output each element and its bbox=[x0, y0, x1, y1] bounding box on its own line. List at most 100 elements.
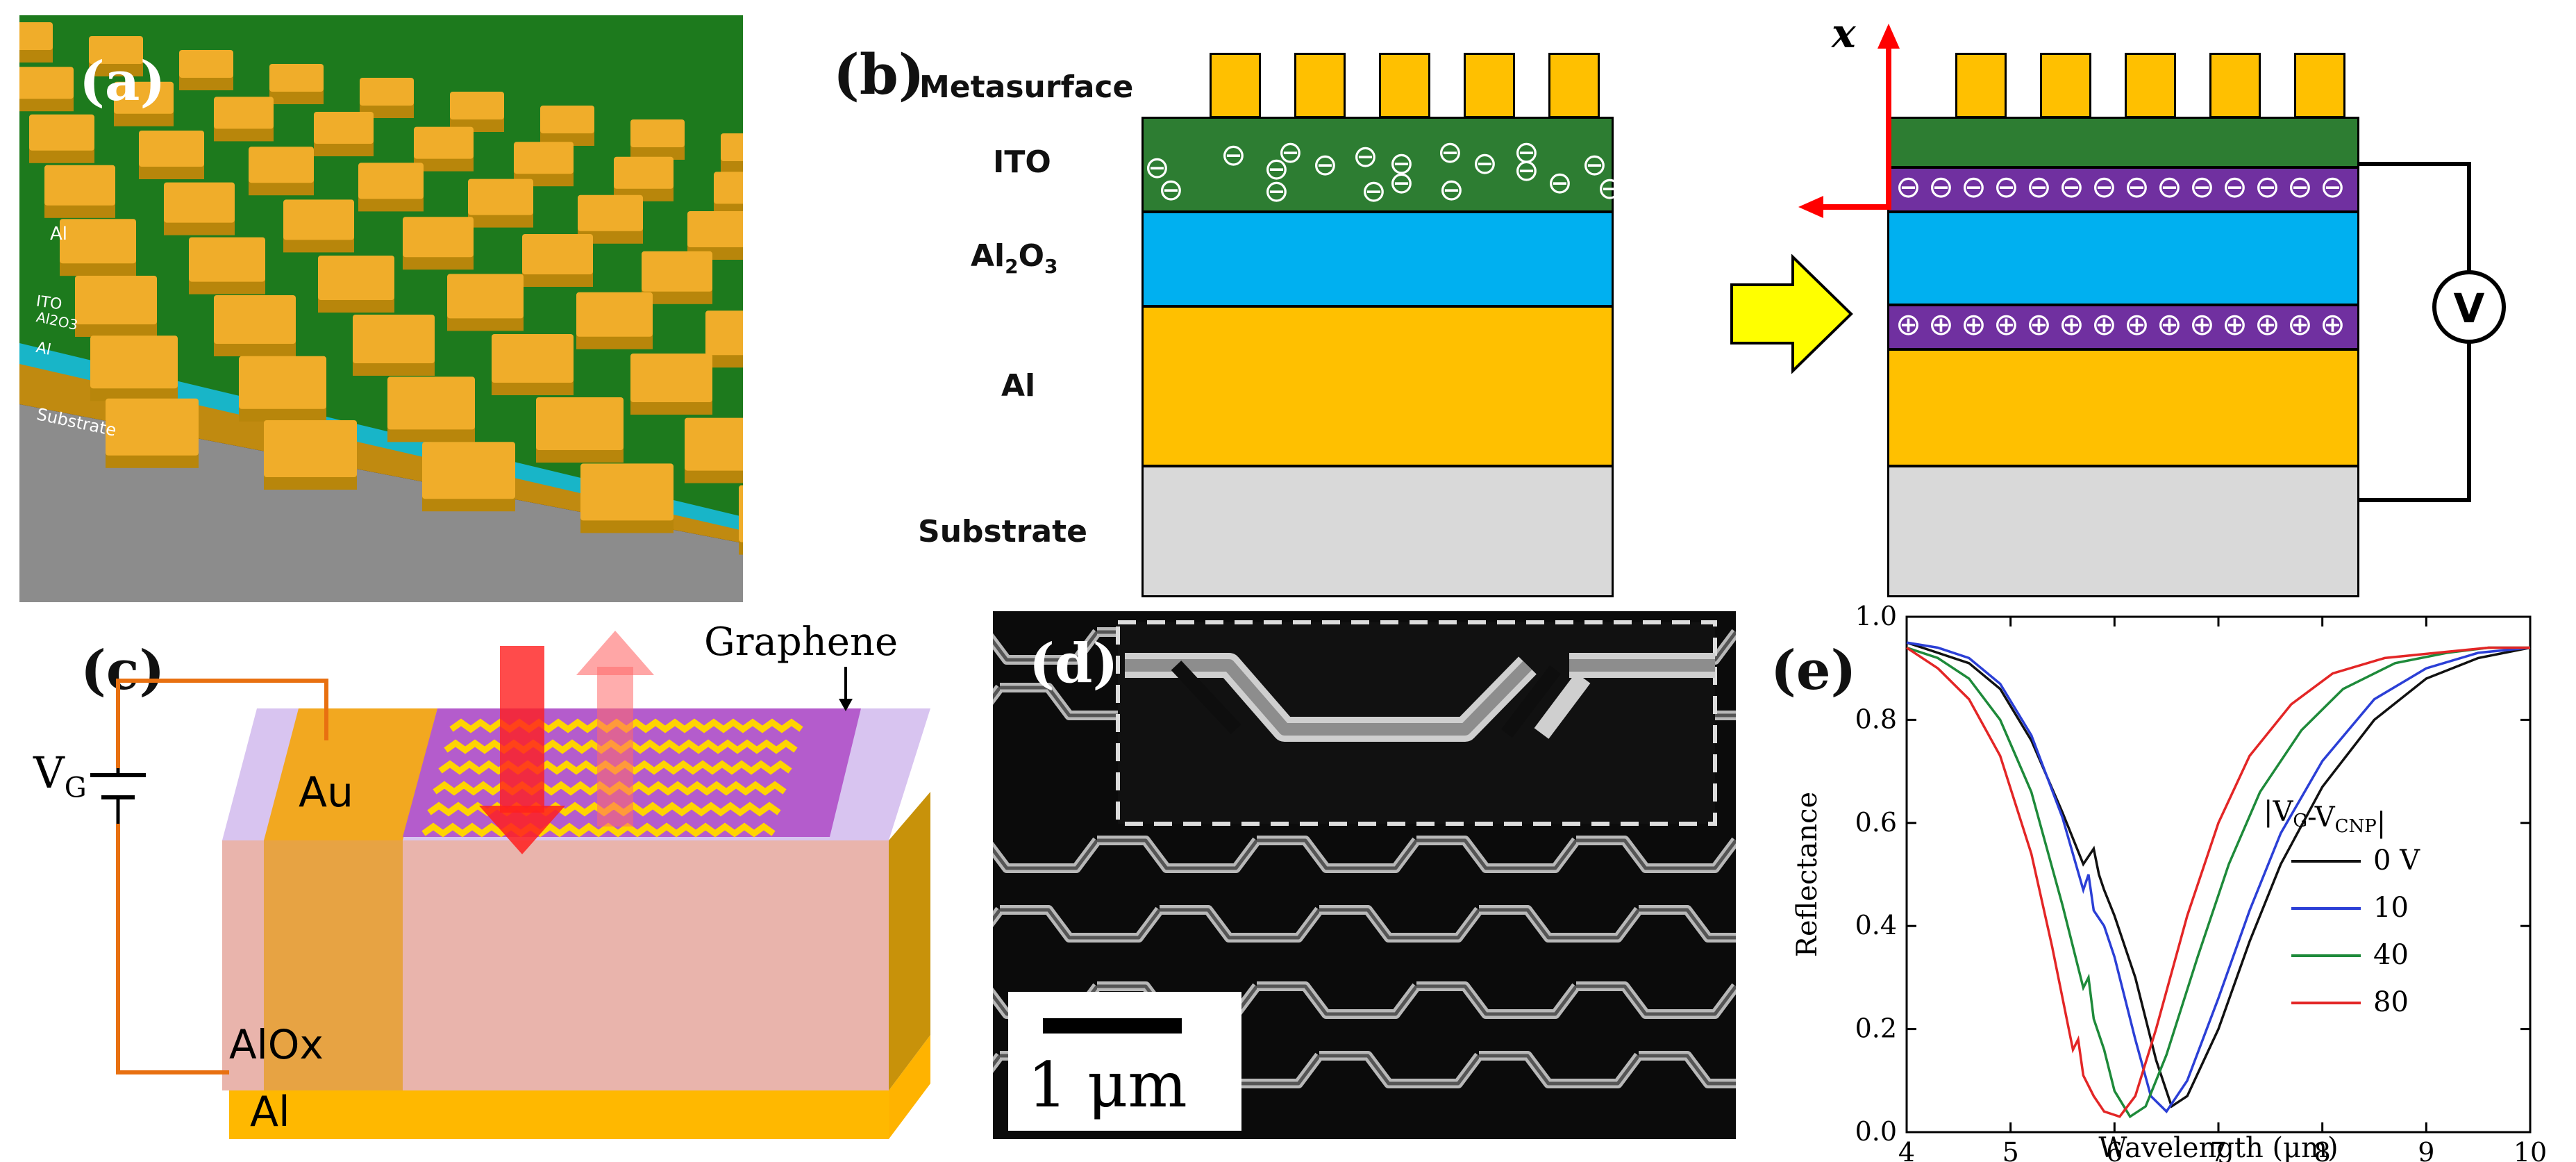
electron-symbol: ⊖ bbox=[1158, 172, 1184, 208]
metasurface-pad bbox=[576, 292, 653, 349]
hole-symbol: ⊕ bbox=[2026, 307, 2052, 342]
y-tick-label: 0.8 bbox=[1855, 704, 1897, 734]
hole-symbol: ⊕ bbox=[2320, 307, 2345, 342]
legend-label: 10 bbox=[2373, 892, 2409, 924]
hole-symbol: ⊕ bbox=[1961, 307, 1987, 342]
metasurface-pad bbox=[318, 256, 394, 313]
electron-symbol: ⊖ bbox=[2255, 169, 2280, 205]
electron-symbol: ⊖ bbox=[1221, 138, 1246, 173]
panel-c: (c) Graph bbox=[0, 611, 972, 1162]
scalebar-label: 1 μm bbox=[1028, 1049, 1187, 1122]
y-tick-label: 0.0 bbox=[1855, 1116, 1897, 1147]
electron-symbol: ⊖ bbox=[2157, 169, 2182, 205]
transition-arrow bbox=[1730, 254, 1853, 374]
inset-nanostructure bbox=[1125, 653, 1715, 742]
metasurface-pad bbox=[29, 114, 94, 163]
sem-nanostructure bbox=[1639, 1051, 1736, 1088]
panel-a-render bbox=[19, 15, 743, 602]
electron-symbol: ⊖ bbox=[1961, 169, 1987, 205]
y-tick-label: 0.4 bbox=[1855, 910, 1897, 940]
metasurface-pad bbox=[642, 251, 712, 304]
sem-nanostructure bbox=[993, 1052, 1004, 1073]
sem-image bbox=[993, 620, 1736, 1131]
sem-nanostructure bbox=[993, 906, 1004, 927]
metasurface-pad bbox=[353, 315, 435, 376]
panel-a-label-al-top: Al bbox=[50, 224, 68, 244]
sem-nanostructure bbox=[1416, 836, 1580, 873]
hole-symbol: ⊕ bbox=[2189, 307, 2215, 342]
electron-symbol: ⊖ bbox=[2059, 169, 2084, 205]
graphene-label: Graphene bbox=[704, 620, 898, 665]
metasurface-pad bbox=[1955, 53, 2007, 118]
metasurface-pad bbox=[264, 420, 357, 490]
y-tick-label: 1.0 bbox=[1855, 601, 1897, 631]
ito-layer-right bbox=[1887, 117, 2359, 168]
metasurface-pad bbox=[685, 417, 743, 483]
electron-symbol: ⊖ bbox=[2222, 169, 2248, 205]
electron-symbol: ⊖ bbox=[1439, 172, 1464, 208]
sem-nanostructure bbox=[1479, 1051, 1643, 1088]
metasurface-pad bbox=[314, 112, 374, 156]
al2o3-layer bbox=[19, 342, 743, 531]
hole-symbol: ⊕ bbox=[1896, 307, 1921, 342]
metasurface-pad bbox=[214, 295, 296, 356]
sem-nanostructure bbox=[1097, 836, 1261, 873]
axis-x-label: x bbox=[1832, 10, 1856, 57]
metasurface-pad bbox=[450, 92, 504, 132]
panel-a: (a) Al ITO Al2O3 Al Substrate bbox=[19, 15, 743, 602]
metasurface-pad bbox=[403, 217, 474, 270]
hole-symbol: ⊕ bbox=[1928, 307, 1954, 342]
electron-symbol: ⊖ bbox=[1437, 135, 1463, 170]
voltmeter-symbol: V bbox=[2453, 285, 2485, 332]
metasurface-pad bbox=[249, 147, 314, 196]
metasurface-pad bbox=[189, 237, 265, 294]
sem-nanostructure bbox=[1576, 836, 1736, 873]
metasurface-pad bbox=[358, 163, 424, 212]
gate-wire-top bbox=[116, 679, 328, 768]
sem-nanostructure bbox=[993, 629, 1101, 665]
metasurface-pad bbox=[447, 274, 524, 331]
metasurface-pad bbox=[540, 106, 594, 146]
hole-symbol: ⊕ bbox=[2222, 307, 2248, 342]
metasurface-pad bbox=[630, 119, 685, 160]
metasurface-pad bbox=[422, 442, 515, 512]
metasurface-pad bbox=[239, 356, 326, 422]
electron-symbol: ⊖ bbox=[1582, 147, 1607, 183]
metasurface-pad bbox=[387, 376, 475, 442]
metasurface-pad bbox=[19, 22, 53, 63]
metasurface-pad bbox=[75, 276, 157, 337]
electron-symbol: ⊖ bbox=[1514, 153, 1539, 188]
metasurface-pad bbox=[492, 334, 574, 395]
metasurface-pad bbox=[90, 335, 178, 401]
electron-symbol: ⊖ bbox=[1597, 171, 1623, 206]
hole-symbol: ⊕ bbox=[2157, 307, 2182, 342]
sem-nanostructure bbox=[1319, 905, 1483, 943]
substrate-layer-right bbox=[1887, 465, 2359, 597]
metasurface-pad bbox=[630, 354, 712, 415]
metasurface-pad bbox=[522, 234, 593, 287]
substrate-label: Substrate bbox=[918, 514, 1087, 549]
aloxl-side bbox=[889, 792, 930, 1090]
legend-label: 0 V bbox=[2373, 845, 2420, 877]
aloxl-label: AlOx bbox=[229, 1021, 324, 1068]
metasurface-pad bbox=[2125, 53, 2176, 118]
x-tick-label: 9 bbox=[2418, 1137, 2434, 1162]
sem-nanostructure bbox=[1319, 1051, 1483, 1088]
au-label: Au bbox=[299, 768, 354, 817]
metasurface-pad bbox=[164, 182, 235, 235]
metasurface-pad bbox=[714, 172, 743, 217]
metasurface-pad bbox=[106, 398, 199, 468]
metasurface-pad bbox=[1548, 53, 1600, 118]
metasurface-pad bbox=[614, 156, 674, 201]
series-line-40 bbox=[1906, 646, 2530, 1119]
metasurface-pad bbox=[536, 397, 624, 463]
x-axis-label: Wavelength (μm) bbox=[2098, 1132, 2338, 1162]
vg-label: VG bbox=[33, 747, 87, 804]
x-tick-label: 5 bbox=[2002, 1137, 2019, 1162]
metasurface-label: Metasurface bbox=[919, 69, 1134, 105]
series-line-80 bbox=[1906, 646, 2530, 1118]
hole-symbol: ⊕ bbox=[2255, 307, 2280, 342]
electron-symbol: ⊖ bbox=[1264, 174, 1289, 209]
electron-symbol: ⊖ bbox=[1993, 169, 2019, 205]
